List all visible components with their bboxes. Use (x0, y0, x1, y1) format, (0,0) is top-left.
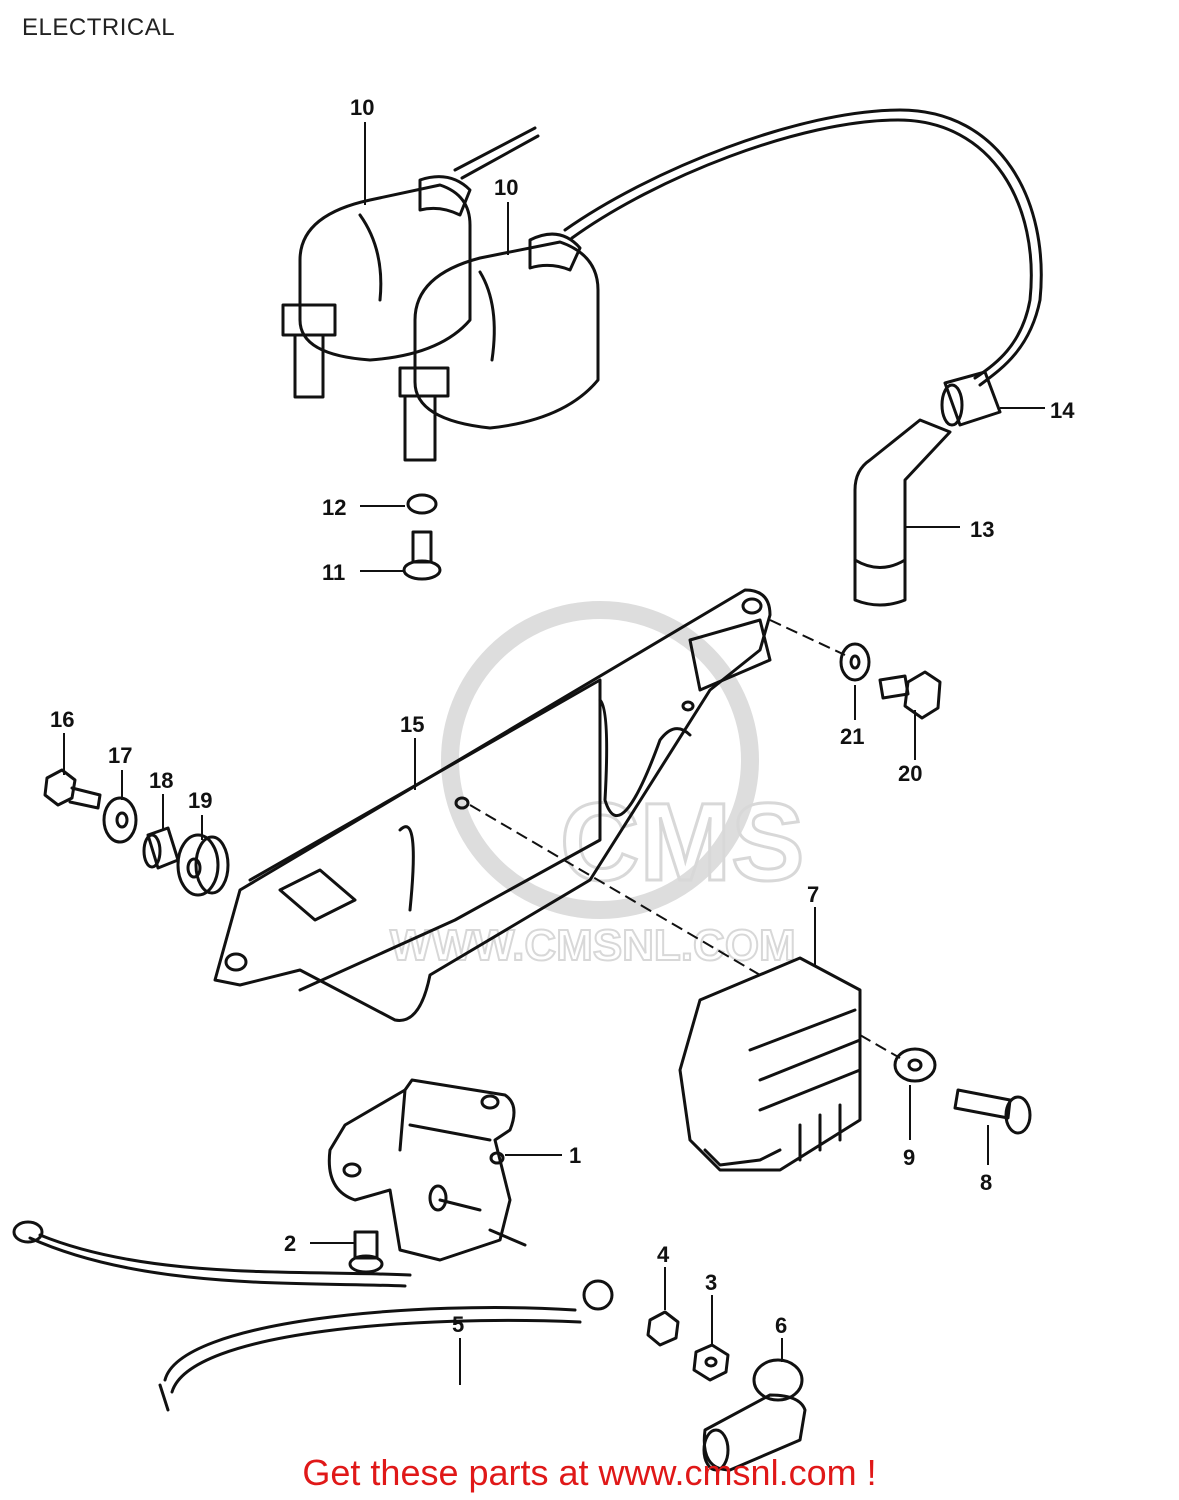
label-13: 13 (970, 517, 994, 542)
washer-17 (102, 796, 138, 844)
screw-11 (402, 530, 442, 581)
footer-link[interactable]: Get these parts at www.cmsnl.com ! (302, 1452, 877, 1493)
leader-lines (63, 122, 1045, 1385)
washer-12 (406, 493, 438, 515)
label-12: 12 (322, 495, 346, 520)
label-21: 21 (840, 724, 864, 749)
bracket-15 (213, 588, 772, 1022)
screw-2 (348, 1230, 384, 1274)
washer-21 (839, 642, 871, 682)
plug-cap-13 (853, 418, 952, 607)
label-15: 15 (400, 712, 424, 737)
ignition-coil-rear (281, 126, 540, 399)
label-19: 19 (188, 788, 212, 813)
part-labels: 10 10 14 13 12 11 15 16 17 18 19 21 20 7… (50, 95, 1075, 1338)
label-18: 18 (149, 768, 173, 793)
ignition-coil-front (398, 108, 1043, 462)
label-6: 6 (775, 1313, 787, 1338)
lead-wire-5 (12, 1220, 614, 1412)
label-17: 17 (108, 743, 132, 768)
label-8: 8 (980, 1170, 992, 1195)
label-9: 9 (903, 1145, 915, 1170)
grommet-19 (176, 833, 230, 897)
nut-4 (646, 1310, 680, 1347)
label-1: 1 (569, 1143, 581, 1168)
washer-9 (893, 1047, 937, 1083)
screw-8 (953, 1088, 1032, 1135)
label-20: 20 (898, 761, 922, 786)
label-3: 3 (705, 1270, 717, 1295)
label-7: 7 (807, 882, 819, 907)
diagram-title: ELECTRICAL (22, 14, 176, 41)
watermark-logo (441, 601, 759, 919)
starter-relay-1 (327, 1078, 527, 1262)
bolt-16 (43, 768, 102, 810)
label-5: 5 (452, 1312, 464, 1337)
assembly-lines (469, 619, 901, 1059)
label-16: 16 (50, 707, 74, 732)
label-4: 4 (657, 1242, 670, 1267)
label-11: 11 (322, 560, 345, 585)
label-10-rear: 10 (350, 95, 374, 120)
nut-3 (692, 1343, 730, 1382)
regulator-7 (678, 956, 862, 1172)
collar-18 (142, 826, 180, 870)
label-2: 2 (284, 1231, 296, 1256)
watermark-url: WWW.CMSNL.COM (390, 921, 796, 970)
cap-6 (702, 1358, 807, 1472)
label-14: 14 (1050, 398, 1075, 423)
bolt-20 (878, 670, 942, 720)
label-10-front: 10 (494, 175, 518, 200)
cap-14 (940, 370, 1002, 427)
